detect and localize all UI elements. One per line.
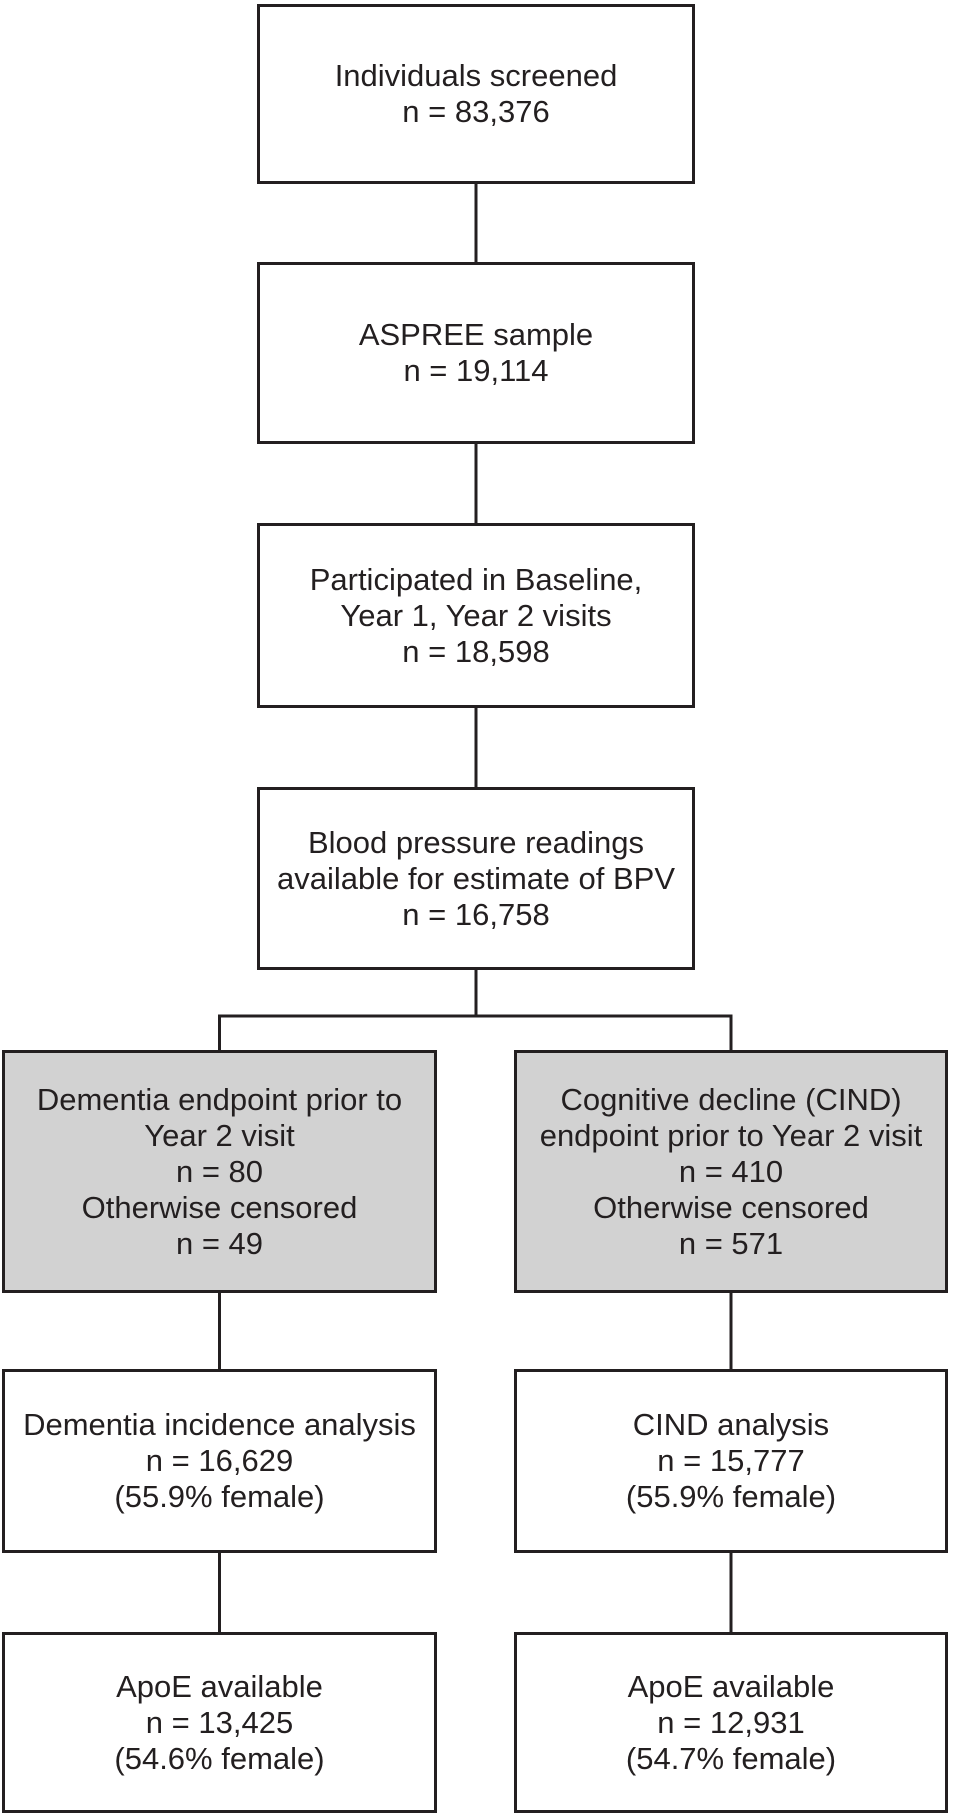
node-text-line: n = 83,376: [402, 94, 550, 129]
node-text-line: n = 16,629: [145, 1443, 294, 1478]
flow-node-cind-endpoint: Cognitive decline (CIND) endpoint prior …: [514, 1050, 948, 1293]
node-text-line: ApoE available: [627, 1668, 835, 1704]
node-text-line: available for estimate of BPV: [276, 860, 676, 896]
flow-node-dementia-analysis: Dementia incidence analysis n = 16,629 (…: [2, 1369, 437, 1553]
node-text-line: Participated in Baseline,: [309, 561, 643, 597]
node-text-line: Otherwise censored: [81, 1189, 358, 1225]
node-text-line: n = 12,931: [657, 1704, 805, 1740]
node-text-line: n = 80: [175, 1153, 264, 1189]
node-text-line: (55.9% female): [114, 1479, 325, 1514]
node-text-line: n = 410: [678, 1153, 784, 1189]
flow-node-individuals-screened: Individuals screened n = 83,376: [257, 4, 695, 184]
node-text-line: (55.9% female): [625, 1479, 837, 1514]
node-text-line: n = 13,425: [145, 1704, 294, 1740]
node-text-line: Year 1, Year 2 visits: [340, 597, 612, 633]
node-text-line: (54.7% female): [625, 1740, 837, 1776]
node-text-line: n = 15,777: [657, 1443, 805, 1478]
flow-node-dementia-endpoint: Dementia endpoint prior to Year 2 visit …: [2, 1050, 437, 1293]
node-text-line: n = 18,598: [402, 633, 550, 669]
flow-node-cind-analysis: CIND analysis n = 15,777 (55.9% female): [514, 1369, 948, 1553]
node-text-line: ASPREE sample: [358, 317, 594, 352]
node-text-line: n = 49: [175, 1225, 264, 1261]
node-text-line: Year 2 visit: [144, 1117, 295, 1153]
flow-node-apoe-dementia: ApoE available n = 13,425 (54.6% female): [2, 1632, 437, 1813]
node-text-line: Dementia endpoint prior to: [36, 1081, 403, 1117]
node-text-line: Individuals screened: [334, 58, 618, 93]
node-text-line: (54.6% female): [114, 1740, 325, 1776]
node-text-line: n = 16,758: [402, 896, 550, 932]
flow-node-baseline-visits: Participated in Baseline, Year 1, Year 2…: [257, 523, 695, 708]
node-text-line: ApoE available: [116, 1668, 323, 1704]
node-text-line: endpoint prior to Year 2 visit: [539, 1117, 923, 1153]
node-text-line: Otherwise censored: [593, 1189, 869, 1225]
node-text-line: n = 19,114: [403, 353, 549, 388]
node-text-line: CIND analysis: [632, 1407, 830, 1442]
flow-node-aspree-sample: ASPREE sample n = 19,114: [257, 262, 695, 444]
node-text-line: Blood pressure readings: [307, 824, 645, 860]
node-text-line: n = 571: [678, 1225, 784, 1261]
flow-node-apoe-cind: ApoE available n = 12,931 (54.7% female): [514, 1632, 948, 1813]
flow-node-bp-readings: Blood pressure readings available for es…: [257, 787, 695, 970]
node-text-line: Cognitive decline (CIND): [560, 1081, 902, 1117]
node-text-line: Dementia incidence analysis: [23, 1407, 416, 1442]
